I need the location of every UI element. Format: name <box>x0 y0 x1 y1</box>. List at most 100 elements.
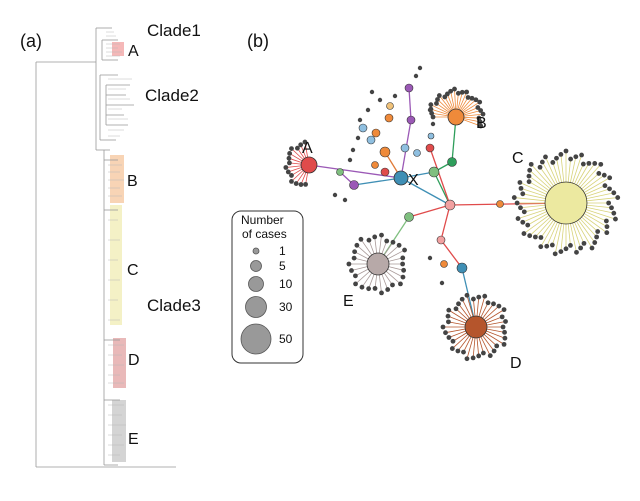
leaf-node-e <box>352 249 358 255</box>
leaf-node-d <box>501 341 507 347</box>
leaf-node-b <box>478 123 484 129</box>
leaf-node <box>439 280 445 286</box>
leaf-node-d <box>456 301 461 307</box>
leaf-node-c <box>598 161 604 167</box>
leaf-node-c <box>580 161 586 167</box>
leaf-node-b <box>448 88 454 94</box>
leaf-node-c <box>527 233 533 239</box>
node-label-c: C <box>512 150 524 167</box>
leaf-node-d <box>499 314 505 320</box>
leaf-node <box>392 93 398 99</box>
intermediate-nodes <box>336 83 504 274</box>
leaf-node-e <box>366 237 372 243</box>
legend-value-10: 10 <box>279 277 293 291</box>
leaf-node-c <box>613 216 618 222</box>
legend-circle-50 <box>240 323 272 355</box>
leaf-node-e <box>353 281 358 287</box>
node-a <box>300 156 318 174</box>
leaf-node-c <box>558 151 564 157</box>
node-label-e: E <box>343 293 354 310</box>
highlight-band-c <box>110 205 122 325</box>
tree-group-label-a: A <box>128 43 139 60</box>
leaf-node-c <box>538 235 544 240</box>
leaf-node <box>357 117 363 123</box>
leaf-node <box>417 65 423 71</box>
leaf-node-d <box>461 349 466 355</box>
leaf-node-c <box>579 152 584 158</box>
leaf-node-e <box>400 261 405 267</box>
leaf-node-e <box>402 247 407 253</box>
leaf-node-c <box>602 183 608 189</box>
leaf-node-c <box>581 240 587 246</box>
leaf-node-e <box>349 268 354 273</box>
leaf-node <box>427 255 433 261</box>
leaf-node-d <box>470 355 476 361</box>
leaf-node-b <box>434 101 439 106</box>
leaf-node-b <box>430 114 436 120</box>
leaf-node <box>365 107 371 113</box>
leaf-node-c <box>554 155 559 161</box>
node-b <box>447 108 465 126</box>
legend-value-50: 50 <box>279 332 293 346</box>
node-d <box>464 315 488 339</box>
leaf-node <box>413 73 419 79</box>
legend-title-2: of cases <box>242 227 287 241</box>
clade1-label: Clade1 <box>147 21 201 40</box>
leaf-node-d <box>446 307 452 313</box>
leaf-node-d <box>471 296 476 302</box>
leaf-node-c <box>520 191 526 197</box>
leaf-node-e <box>385 287 391 292</box>
leaf-node-b <box>476 115 482 121</box>
leaf-node-b <box>477 99 483 105</box>
leaf-node-c <box>592 240 598 245</box>
leaf-node-c <box>573 154 579 160</box>
leaf-node-d <box>501 307 507 313</box>
leaf-node-b <box>473 97 479 103</box>
leaf-node-c <box>537 164 543 170</box>
tree-group-label-c: C <box>127 262 139 279</box>
leaf-node-c <box>527 167 533 173</box>
leaf-node-c <box>586 160 592 166</box>
leaf-node-b <box>465 95 471 100</box>
leaf-node-c <box>606 200 612 206</box>
legend-circle-30 <box>245 296 267 318</box>
node-label-x: X <box>408 172 419 189</box>
leaf-node-c <box>589 245 595 251</box>
leaf-node-c <box>594 234 600 240</box>
leaf-node-e <box>384 238 390 244</box>
leaf-node <box>369 89 375 95</box>
leaf-node-c <box>526 179 532 185</box>
leaf-node-b <box>459 89 465 95</box>
leaf-node-a <box>287 151 293 156</box>
leaf-node-c <box>615 195 621 200</box>
legend-title-1: Number <box>241 213 284 227</box>
leaf-node-a <box>289 173 294 178</box>
panel-a-label: (a) <box>20 31 42 51</box>
highlight-band-a <box>112 42 124 56</box>
leaf-node-a <box>285 169 291 175</box>
node-label-d: D <box>510 355 522 372</box>
leaf-node-a <box>295 145 300 151</box>
leaf-node-d <box>485 300 491 306</box>
tree-group-label-e: E <box>128 431 139 448</box>
leaf-node-d <box>446 319 451 325</box>
tree-branches <box>35 27 176 468</box>
network-edges <box>308 87 567 328</box>
leaf-node-a <box>287 160 292 166</box>
leaf-node-d <box>482 293 488 299</box>
leaf-node-d <box>464 292 470 298</box>
clade2-label: Clade2 <box>145 86 199 105</box>
leaf-node-e <box>353 273 358 279</box>
hub-nodes <box>300 108 588 339</box>
leaf-node-c <box>525 222 531 228</box>
tree-group-label-b: B <box>127 173 138 190</box>
leaf-node-d <box>464 356 470 362</box>
leaf-node-c <box>595 229 601 234</box>
leaf-node-c <box>521 231 527 236</box>
leaf-node-d <box>445 313 451 319</box>
leaf-node-e <box>398 281 403 287</box>
node-label-a: A <box>302 140 313 157</box>
panel-b: (b) <box>231 31 621 372</box>
leaf-node-a <box>286 155 292 161</box>
tree-group-label-d: D <box>128 352 140 369</box>
